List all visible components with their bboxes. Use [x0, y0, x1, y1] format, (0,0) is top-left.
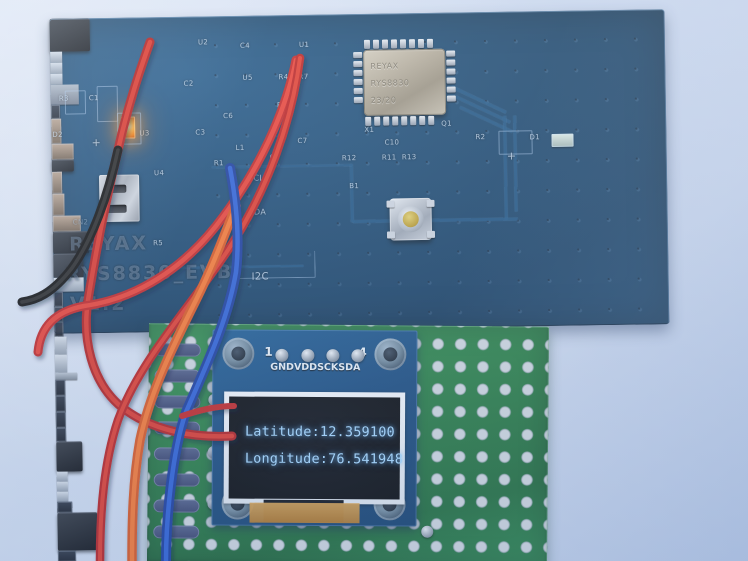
- designator-cn2: CN2: [72, 218, 89, 227]
- oled-line-longitude: Longitude:76.541948: [244, 450, 404, 468]
- designator-r13: R13: [401, 153, 417, 162]
- silk-version: V1.2: [69, 292, 127, 316]
- designator-c6: C6: [223, 111, 234, 121]
- perf-solder-strip: [154, 421, 201, 435]
- component-r13: [55, 427, 67, 442]
- pin-label-gnd: GND: [270, 361, 294, 373]
- micro-usb-connector[interactable]: [99, 174, 140, 223]
- designator-c4: C4: [239, 41, 251, 50]
- pin-label-vdd: VDD: [293, 361, 318, 374]
- rys8830-gnss-module[interactable]: REYAX RYS8830 23/20: [363, 48, 447, 116]
- label-sda: SDA: [248, 207, 267, 217]
- designator-r5: R5: [153, 239, 164, 248]
- oled-line-latitude: Latitude:12.359100: [244, 423, 395, 441]
- silk-brand: REYAX: [68, 232, 149, 256]
- designator-b1: B1: [349, 182, 360, 191]
- header-pin-sck[interactable]: [326, 349, 340, 363]
- reyax-evaluation-board[interactable]: REYAX RYS8830_EVB V1.2 U2 R3 C1 D2 U3 C3…: [49, 9, 670, 561]
- component-r12: [55, 379, 66, 396]
- component-c10: [55, 395, 66, 412]
- oled-flex-cable: [249, 502, 360, 524]
- pad: [56, 491, 69, 502]
- module-part: RYS8830: [370, 78, 410, 88]
- designator-r1: R1: [213, 159, 224, 168]
- module-date: 23/20: [370, 95, 397, 105]
- header-pin-labels: GND VDD SCK SDA: [270, 362, 360, 373]
- perf-solder-strip: [153, 447, 200, 461]
- module-brand: REYAX: [370, 61, 399, 71]
- designator-c3: C3: [195, 128, 206, 137]
- designator-u5: U5: [242, 73, 253, 82]
- pin-label-sda: SDA: [338, 362, 361, 374]
- oled-display-module[interactable]: 1 4 GND VDD SCK SDA Latitude:12.359100 L…: [211, 329, 418, 527]
- silk-model: RYS8830_EVB: [65, 260, 234, 286]
- pin-number-1: 1: [264, 344, 273, 359]
- perf-solder-strip: [154, 395, 201, 409]
- component-u4: [57, 512, 98, 551]
- module-pins-bottom: [365, 115, 435, 126]
- perf-solder-strip: [153, 525, 200, 539]
- pad: [56, 471, 68, 482]
- polarity-plus-d2: +: [91, 136, 102, 150]
- label-scl: SCL: [248, 173, 265, 183]
- designator-r6: R6: [276, 101, 287, 110]
- silk-outline: [498, 130, 533, 155]
- designator-u4: U4: [153, 169, 165, 178]
- component-c7: [54, 336, 67, 355]
- designator-c5: C5: [269, 153, 280, 162]
- i2c-outline: [233, 250, 316, 279]
- silk-outline: [117, 112, 142, 145]
- designator-c7: C7: [297, 136, 308, 145]
- component-q1: [56, 441, 83, 472]
- oled-screen[interactable]: Latitude:12.359100 Longitude:76.541948: [228, 396, 404, 500]
- component-r2: [57, 501, 73, 513]
- pad: [56, 481, 68, 492]
- designator-r11: R11: [381, 153, 397, 162]
- module-pins-top: [363, 38, 434, 49]
- designator-r4: R4: [278, 73, 289, 82]
- header-pin-sda[interactable]: [351, 349, 365, 363]
- mount-hole: [374, 338, 407, 371]
- designator-u2: U2: [197, 38, 209, 47]
- oled-glass: Latitude:12.359100 Longitude:76.541948: [223, 391, 406, 505]
- designator-l1: L1: [235, 143, 245, 152]
- designator-x1: X1: [364, 125, 375, 134]
- header-pin-gnd[interactable]: [275, 348, 289, 362]
- silk-outline: [96, 85, 119, 123]
- perf-solder-strip: [153, 473, 200, 487]
- solder-joint: [421, 525, 434, 538]
- designator-r12: R12: [341, 154, 357, 163]
- module-pins-right: [446, 50, 456, 102]
- designator-c2: C2: [183, 79, 194, 88]
- designator-r2: R2: [475, 133, 486, 142]
- module-antenna-pad: [55, 372, 78, 380]
- component-c7b: [54, 354, 68, 373]
- designator-d2: D2: [52, 130, 63, 139]
- header-pin-vdd[interactable]: [301, 348, 315, 362]
- status-led-d1: [551, 133, 574, 147]
- mount-hole: [222, 337, 255, 370]
- component-r5: [57, 550, 77, 561]
- designator-c10: C10: [384, 138, 400, 147]
- reset-button-b1[interactable]: [386, 197, 436, 241]
- perf-solder-strip: [154, 343, 201, 357]
- silk-outline: [64, 90, 87, 115]
- pin-label-sck: SCK: [317, 362, 339, 374]
- designator-r7: R7: [298, 72, 309, 81]
- perf-solder-strip: [154, 369, 201, 383]
- designator-u1: U1: [298, 40, 310, 49]
- component-r11: [55, 411, 66, 428]
- perf-solder-strip: [153, 499, 200, 513]
- designator-q1: Q1: [441, 119, 452, 128]
- module-pins-left: [353, 51, 363, 104]
